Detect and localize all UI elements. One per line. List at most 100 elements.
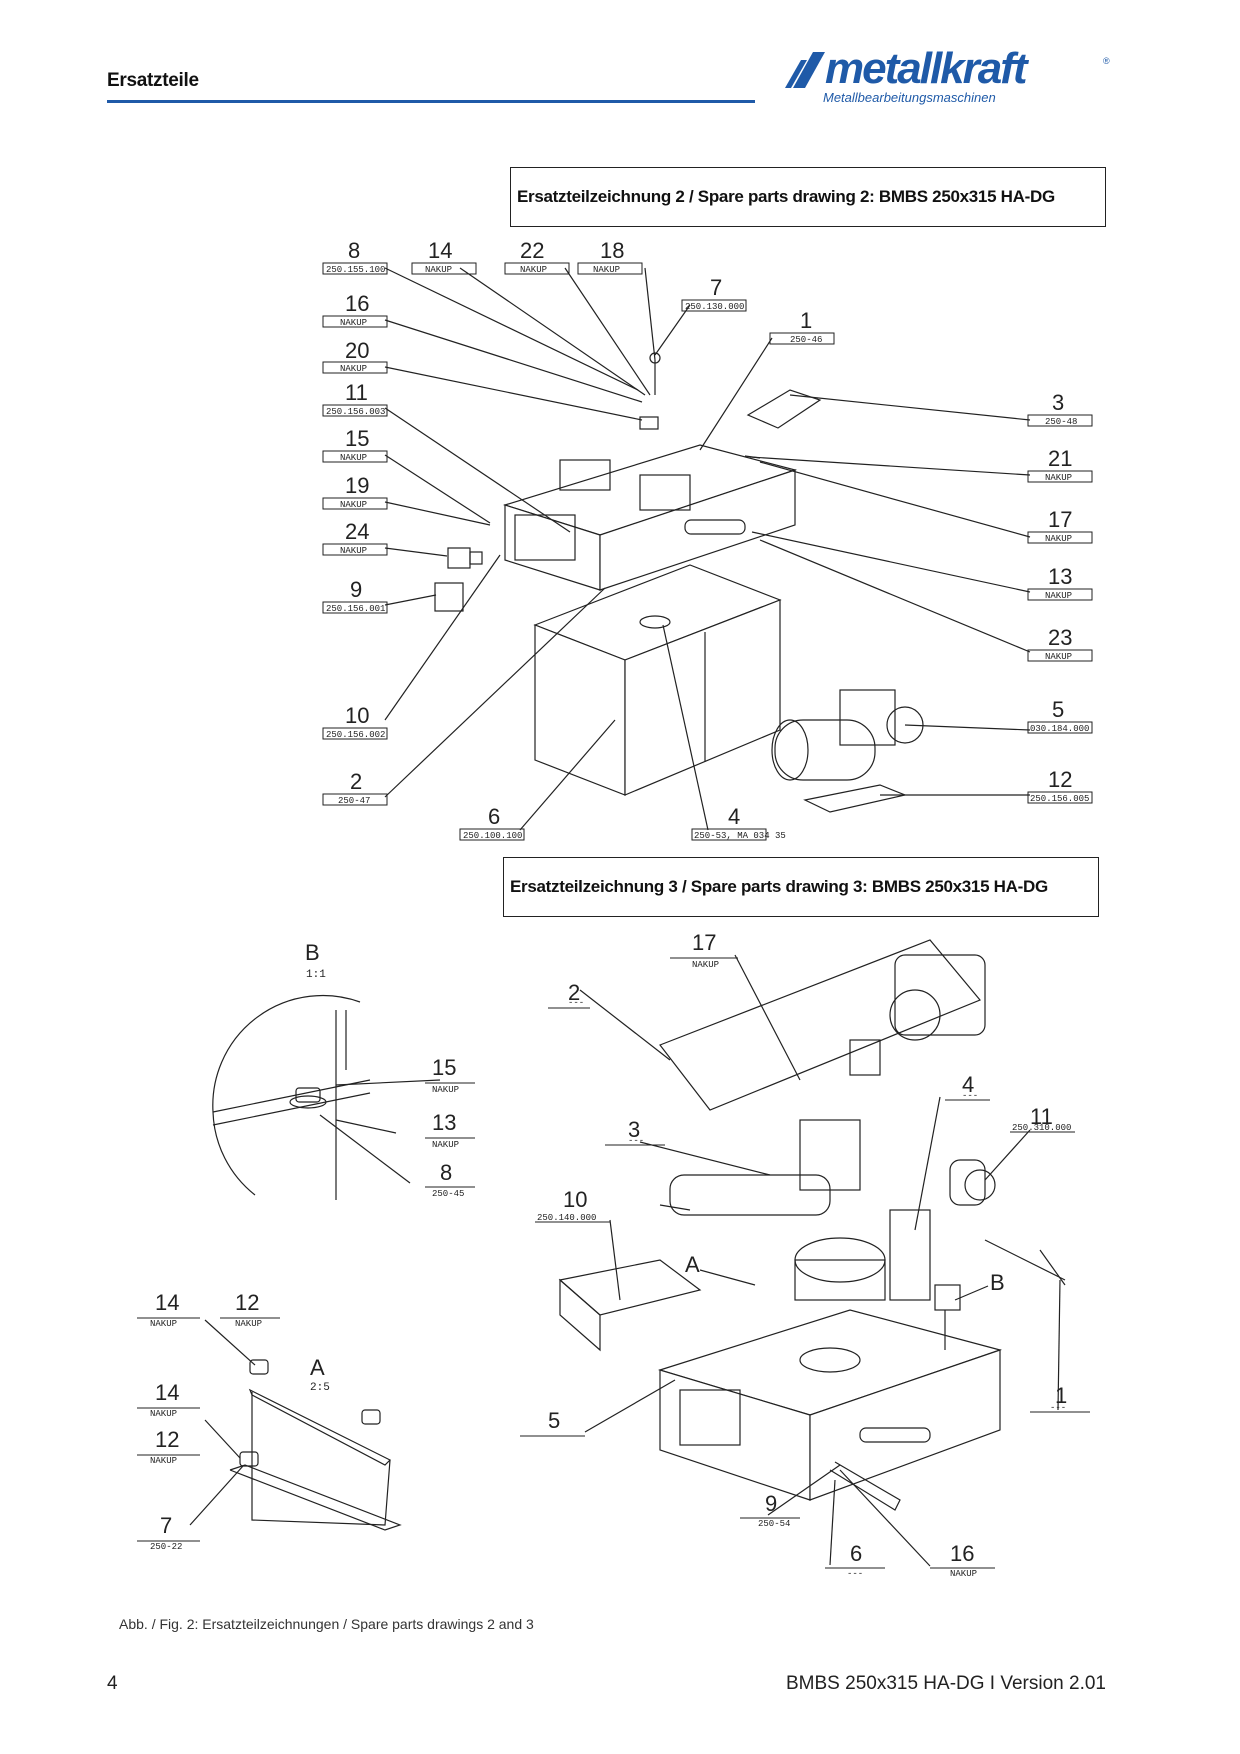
d3-label-num: 10 <box>563 1187 587 1212</box>
d2-label-code: 030.184.000 <box>1030 724 1089 734</box>
d2-label-code: NAKUP <box>340 318 367 328</box>
drawing2-title-box: Ersatzteilzeichnung 2 / Spare parts draw… <box>510 167 1106 227</box>
d2-label-code: NAKUP <box>340 364 367 374</box>
d3-label-num: 11 <box>1030 1104 1053 1129</box>
d2-label-num: 16 <box>345 291 369 316</box>
d3-label-code: 250-54 <box>758 1519 790 1529</box>
d2-label-code: 250-46 <box>790 335 822 345</box>
d3-label-num: 12 <box>235 1290 259 1315</box>
d2-label-num: 4 <box>728 804 740 829</box>
d2-label-num: 5 <box>1052 697 1064 722</box>
d2-label-num: 7 <box>710 275 722 300</box>
d2-label-code: 250.156.001 <box>326 604 385 614</box>
d3-label-num: A <box>685 1252 700 1277</box>
d2-label-code: NAKUP <box>340 546 367 556</box>
d2-label-code: 250-48 <box>1045 417 1077 427</box>
header-rule <box>107 100 755 103</box>
d3-label-num: 8 <box>440 1160 452 1185</box>
document-version: BMBS 250x315 HA-DG I Version 2.01 <box>786 1673 1106 1694</box>
d3-label-code: NAKUP <box>150 1409 177 1419</box>
logo-mark-icon <box>785 52 825 88</box>
d2-label-num: 18 <box>600 238 624 263</box>
d2-label-code: NAKUP <box>1045 534 1072 544</box>
d3-label-num: 9 <box>765 1491 777 1516</box>
d3-label-code: NAKUP <box>150 1319 177 1329</box>
d3-label-code: NAKUP <box>235 1319 262 1329</box>
d3-label-num: 2 <box>568 980 580 1005</box>
d3-label-code: --- <box>568 998 584 1008</box>
d3-label-num: 1 <box>1055 1383 1067 1408</box>
d3-label-num: 14 <box>155 1380 179 1405</box>
detail-a-letter: A <box>310 1355 325 1380</box>
d2-label-num: 17 <box>1048 507 1072 532</box>
d2-label-code: NAKUP <box>1045 591 1072 601</box>
d3-label-code: --- <box>628 1136 644 1146</box>
d2-label-num: 20 <box>345 338 369 363</box>
d2-label-num: 6 <box>488 804 500 829</box>
d2-label-code: 250.130.000 <box>685 302 744 312</box>
d3-label-num: 16 <box>950 1541 974 1566</box>
d2-label-code: 250.156.003 <box>326 407 385 417</box>
d2-label-code: 250.155.100 <box>326 265 385 275</box>
d2-label-num: 21 <box>1048 446 1072 471</box>
d3-label-code: 250.310.000 <box>1012 1123 1071 1133</box>
d2-label-num: 3 <box>1052 390 1064 415</box>
d2-label-num: 8 <box>348 238 360 263</box>
d3-label-code: 250-45 <box>432 1189 464 1199</box>
d3-label-num: 14 <box>155 1290 179 1315</box>
d3-label-code: 250.140.000 <box>537 1213 596 1223</box>
d2-label-num: 23 <box>1048 625 1072 650</box>
d2-label-num: 19 <box>345 473 369 498</box>
d2-label-num: 14 <box>428 238 452 263</box>
d3-label-code: NAKUP <box>692 960 719 970</box>
drawing2-title: Ersatzteilzeichnung 2 / Spare parts draw… <box>517 187 1055 206</box>
d3-label-code: NAKUP <box>150 1456 177 1466</box>
d3-label-num: 13 <box>432 1110 456 1135</box>
d2-label-code: NAKUP <box>1045 652 1072 662</box>
d3-label-num: 15 <box>432 1055 456 1080</box>
section-title: Ersatzteile <box>107 70 199 91</box>
d3-label-code: 250-22 <box>150 1542 182 1552</box>
d2-label-code: 250.156.005 <box>1030 794 1089 804</box>
page-number: 4 <box>107 1673 118 1694</box>
d2-label-num: 1 <box>800 308 812 333</box>
d2-label-code: NAKUP <box>593 265 620 275</box>
d3-label-num: 17 <box>692 930 716 955</box>
d3-label-code: --- <box>962 1091 978 1101</box>
d2-label-code: NAKUP <box>425 265 452 275</box>
d2-label-num: 24 <box>345 519 369 544</box>
detail-a-scale: 2:5 <box>310 1382 330 1394</box>
brand-logo: metallkraft ® Metallbearbeitungsmaschine… <box>785 44 1110 110</box>
d2-label-code: 250.156.002 <box>326 730 385 740</box>
d2-label-num: 13 <box>1048 564 1072 589</box>
registered-mark: ® <box>1103 56 1110 66</box>
drawing2-labels: 8 250.155.100 14 NAKUP 22 NAKUP 18 NAKUP… <box>326 238 1089 841</box>
d3-label-num: 4 <box>962 1072 974 1097</box>
d2-label-num: 9 <box>350 577 362 602</box>
d3-label-code: --- <box>847 1569 863 1579</box>
d2-label-code: NAKUP <box>520 265 547 275</box>
d2-label-num: 10 <box>345 703 369 728</box>
drawing3-labels: B 1:1 A 2:5 15 NAKUP 13 NAKUP 8 250-45 1… <box>150 930 1071 1579</box>
drawing3-title-box: Ersatzteilzeichnung 3 / Spare parts draw… <box>503 857 1099 917</box>
d3-label-num: 3 <box>628 1117 640 1142</box>
d3-label-num: B <box>990 1270 1005 1295</box>
d3-label-code: NAKUP <box>432 1140 459 1150</box>
d2-label-num: 2 <box>350 769 362 794</box>
d3-label-num: 6 <box>850 1541 862 1566</box>
d2-label-code: NAKUP <box>340 453 367 463</box>
logo-wordmark: metallkraft <box>825 44 1028 93</box>
d3-label-code: NAKUP <box>432 1085 459 1095</box>
detail-b-scale: 1:1 <box>306 969 326 981</box>
detail-b-letter: B <box>305 940 320 965</box>
d3-label-code: NAKUP <box>950 1569 977 1579</box>
d2-label-num: 12 <box>1048 767 1072 792</box>
d2-label-code: 250-47 <box>338 796 370 806</box>
figure-caption: Abb. / Fig. 2: Ersatzteilzeichnungen / S… <box>119 1616 534 1632</box>
d3-label-num: 5 <box>548 1408 560 1433</box>
d3-label-num: 7 <box>160 1513 172 1538</box>
d3-label-num: 12 <box>155 1427 179 1452</box>
logo-tagline: Metallbearbeitungsmaschinen <box>823 90 996 105</box>
d2-label-code: NAKUP <box>1045 473 1072 483</box>
